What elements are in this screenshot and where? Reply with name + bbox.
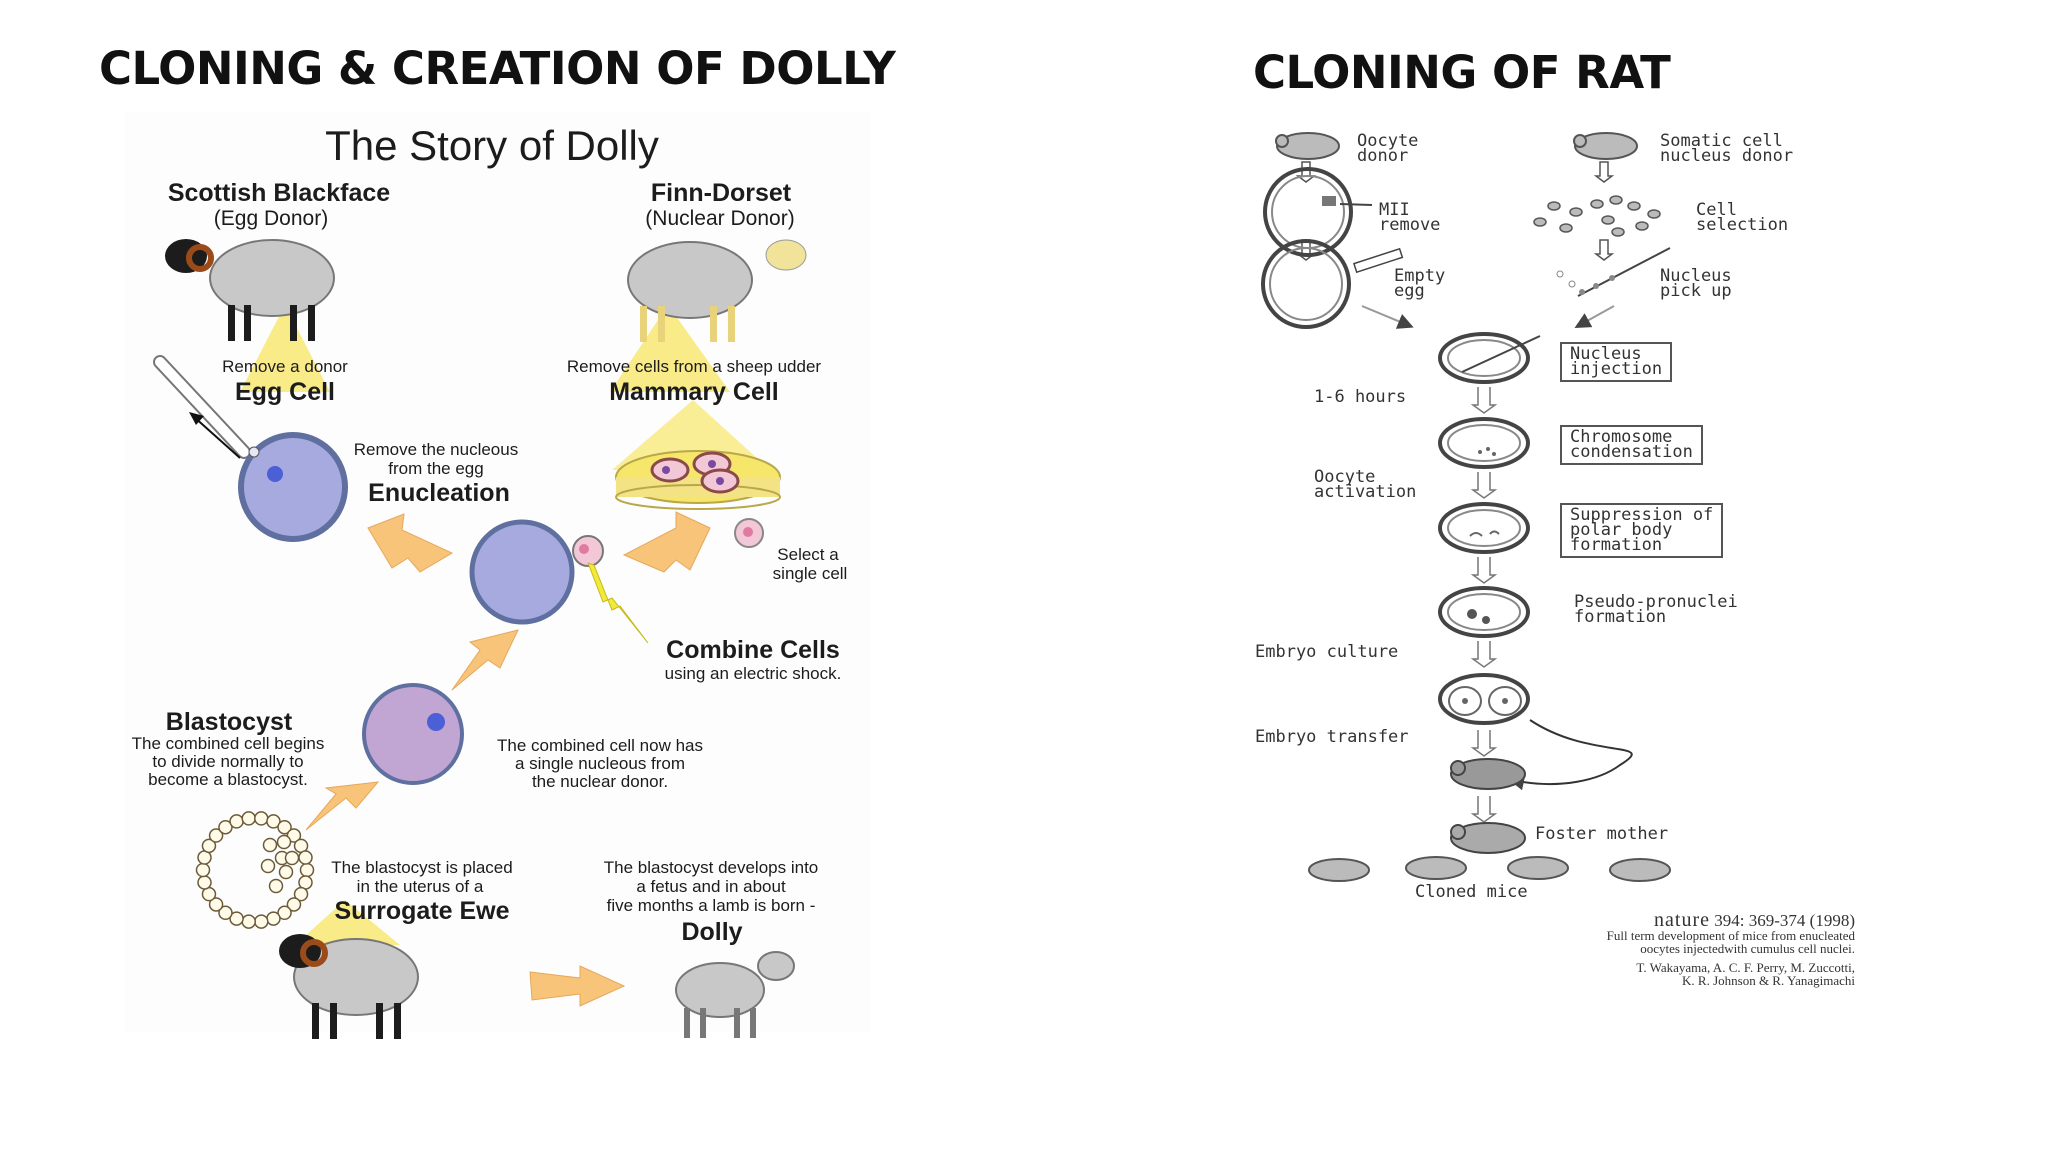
blastocyst-note-3: become a blastocyst. — [148, 770, 308, 789]
placed-note-2: in the uterus of a — [356, 877, 484, 896]
egg-cell-label: Egg Cell — [234, 378, 336, 406]
develops-note-1: The blastocyst develops into — [603, 858, 819, 877]
dolly-heading: The Story of Dolly — [325, 122, 659, 169]
develops-note-3: five months a lamb is born - — [606, 896, 816, 915]
recipient-mouse — [1450, 758, 1526, 790]
nuclear-donor-name: Finn-Dorset — [650, 179, 792, 207]
surrogate-beam — [295, 900, 400, 945]
blastocyst-note-1: The combined cell begins — [131, 734, 325, 753]
somatic-donor-mouse — [1573, 132, 1638, 160]
left-slide-title: CLONING & CREATION OF DOLLY — [99, 42, 896, 95]
cloned-mice-label: Cloned mice — [1415, 882, 1528, 902]
nuclear-donor-role: (Nuclear Donor) — [645, 207, 795, 230]
mammary-arrow — [622, 511, 711, 573]
oocyte-donor-mouse — [1275, 132, 1340, 160]
combine-arrow — [451, 629, 519, 691]
enucleation-note-1: Remove the nucleous — [353, 440, 519, 459]
suppression-oocyte — [1438, 502, 1530, 554]
arrow-somatic-2 — [1593, 239, 1615, 261]
combined-cell — [362, 683, 464, 785]
blastocyst-label: Blastocyst — [165, 708, 293, 736]
foster-mother-mouse — [1450, 822, 1526, 854]
reference-citation: nature 394: 369-374 (1998) Full term dev… — [1430, 909, 1855, 987]
hours-label: 1-6 hours — [1314, 387, 1407, 407]
select-note-1: Select a — [777, 545, 839, 564]
arrow-somatic-1 — [1593, 161, 1615, 183]
remove-cells-text: Remove cells from a sheep udder — [566, 357, 822, 376]
enucleation-note-2: from the egg — [388, 459, 484, 478]
pipette — [153, 355, 251, 459]
placed-note-1: The blastocyst is placed — [331, 858, 513, 877]
birth-arrow — [529, 965, 626, 1007]
surrogate-ewe — [279, 934, 419, 1039]
cell-selection-cells — [1533, 195, 1661, 237]
condensation-oocyte — [1438, 417, 1530, 469]
nucleus-pickup-pipette — [1556, 247, 1671, 297]
reference-journal-line: nature 394: 369-374 (1998) — [1654, 909, 1855, 931]
finn-dorset-sheep — [627, 239, 807, 342]
two-cell-embryo — [1438, 673, 1530, 725]
petri-dish — [615, 450, 781, 510]
egg-donor-role: (Egg Donor) — [213, 207, 329, 230]
combined-note-1: The combined cell now has — [496, 736, 704, 755]
combined-note-2: a single nucleous from — [514, 754, 686, 773]
egg-cell — [238, 432, 348, 542]
dolly-label: Dolly — [681, 918, 743, 946]
transfer-loop — [1508, 719, 1633, 791]
embryo-transfer-label: Embryo transfer — [1255, 727, 1409, 747]
injection-oocyte — [1438, 332, 1541, 384]
combine-cells-label: Combine Cells — [666, 636, 840, 664]
enucleated-oocyte — [469, 519, 604, 625]
blastocyst-note-2: to divide normally to — [152, 752, 304, 771]
merge-arrow-left — [1361, 305, 1414, 329]
right-slide-title: CLONING OF RAT — [1253, 46, 1671, 99]
enucleation-label: Enucleation — [368, 479, 510, 507]
dolly-lamb — [675, 951, 795, 1038]
scottish-blackface-sheep — [165, 239, 335, 341]
remove-donor-text: Remove a donor — [222, 357, 348, 376]
selected-single-cell — [734, 518, 764, 548]
nuclear-donor-beam — [610, 305, 730, 392]
surrogate-ewe-label: Surrogate Ewe — [334, 897, 510, 925]
egg-donor-beam — [240, 305, 330, 392]
electric-shock-bolt — [587, 562, 649, 644]
select-note-2: single cell — [772, 564, 848, 583]
cloned-mice — [1308, 856, 1671, 882]
egg-donor-name: Scottish Blackface — [167, 179, 391, 207]
embryo-culture-label: Embryo culture — [1255, 642, 1399, 662]
blastocyst-arrow — [305, 781, 380, 831]
mammary-cell-label: Mammary Cell — [609, 378, 779, 406]
enucleation-arrow — [367, 513, 454, 573]
develops-note-2: a fetus and in about — [636, 877, 786, 896]
combine-cells-note: using an electric shock. — [664, 664, 842, 683]
central-flow-arrows — [1470, 387, 1498, 823]
combined-note-3: the nuclear donor. — [531, 772, 669, 791]
merge-arrow-right — [1574, 305, 1615, 328]
pseudo-pronuclei-oocyte — [1438, 586, 1530, 638]
foster-mother-label: Foster mother — [1535, 824, 1669, 844]
empty-egg — [1261, 239, 1404, 329]
arrow-oocyte-1 — [1295, 161, 1317, 183]
blastocyst-image — [195, 811, 315, 929]
